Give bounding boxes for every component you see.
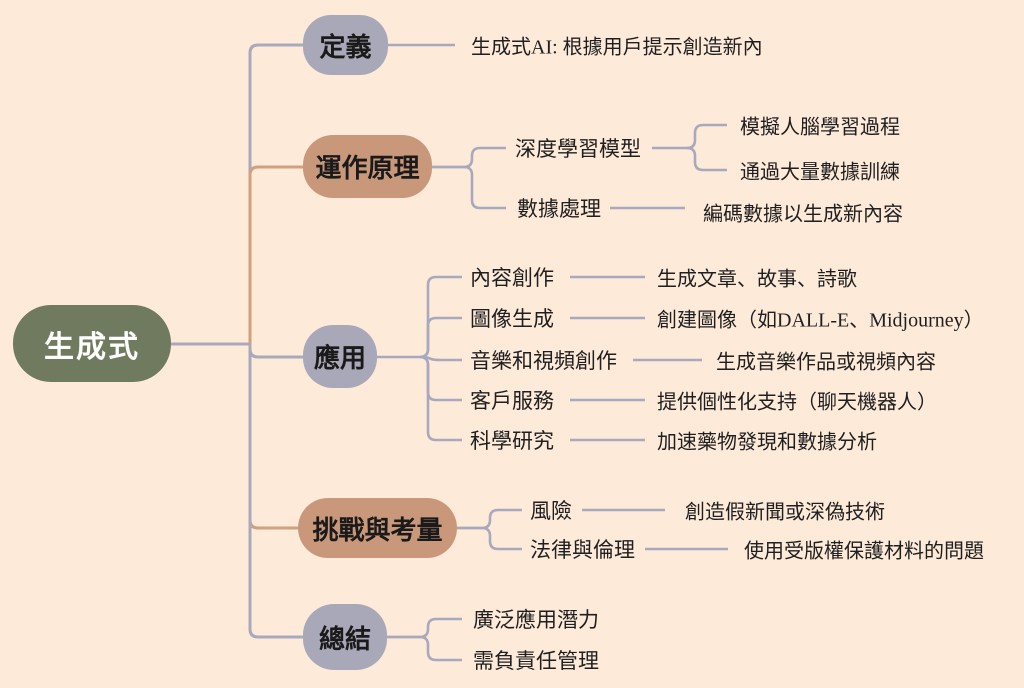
connector-branch-challenges [248,344,298,530]
leaf-personalized-support[interactable]: 提供個性化支持（聊天機器人） [657,391,937,414]
branch-label-challenges: 挑戰與考量 [312,514,443,545]
subtopic-content-creation[interactable]: 內容創作 [470,266,554,290]
branch-node-applications[interactable]: 應用 [303,325,377,388]
branch-node-definition[interactable]: 定義 [303,15,388,75]
leaf-massive-data-training[interactable]: 通過大量數據訓練 [740,161,900,184]
subtopic-data-processing[interactable]: 數據處理 [517,197,601,221]
branch-label-summary: 總結 [318,623,371,654]
leaf-articles-stories-poems[interactable]: 生成文章、故事、詩歌 [657,268,857,291]
connector-branch-definition [248,43,303,344]
connector-branch-summary [248,344,303,639]
connector-summary-arm1 [387,617,462,639]
leaf-simulate-brain[interactable]: 模擬人腦學習過程 [740,116,900,139]
leaf-music-video-content[interactable]: 生成音樂作品或視頻內容 [716,351,936,374]
connector-app-arm5 [419,355,462,442]
leaf-encode-data[interactable]: 編碼數據以生成新內容 [703,203,903,226]
leaf-drug-discovery[interactable]: 加速藥物發現和數據分析 [657,431,877,454]
branch-node-summary[interactable]: 總結 [303,604,387,670]
subtopic-scientific-research[interactable]: 科學研究 [470,429,554,453]
connector-branch-principles [248,165,303,344]
connector-summary-arm2 [387,635,462,662]
connector-deepmodel-leaf2 [686,146,727,172]
connector-principles-deep-up [432,146,506,169]
root-node[interactable]: 生成式 [13,305,171,382]
branch-node-challenges[interactable]: 挑戰與考量 [298,498,457,558]
connector-app-arm2 [419,316,462,359]
leaf-fake-news-deepfake[interactable]: 創造假新聞或深偽技術 [685,501,885,524]
connector-challenges-legal [457,526,522,551]
leaf-responsible-management[interactable]: 需負責任管理 [473,649,599,673]
leaf-definition-text[interactable]: 生成式AI: 根據用戶提示創造新內 [471,36,763,59]
subtopic-image-generation[interactable]: 圖像生成 [470,307,554,331]
subtopic-legal-ethics[interactable]: 法律與倫理 [530,538,635,562]
branch-label-principles: 運作原理 [315,153,420,183]
branch-node-principles[interactable]: 運作原理 [303,135,432,198]
connector-principles-data-down [432,165,506,210]
connector-branch-applications [248,344,303,359]
connector-app-arm4 [419,355,462,402]
subtopic-customer-service[interactable]: 客戶服務 [470,389,554,413]
leaf-copyright-issues[interactable]: 使用受版權保護材料的問題 [744,540,984,563]
leaf-create-images[interactable]: 創建圖像（如DALL-E、Midjourney） [657,309,984,332]
subtopic-deep-learning-model[interactable]: 深度學習模型 [515,137,641,161]
root-node-label: 生成式 [44,330,140,364]
subtopic-music-video-creation[interactable]: 音樂和視頻創作 [470,349,617,373]
connector-deepmodel-leaf1 [686,123,727,150]
leaf-broad-potential[interactable]: 廣泛應用潛力 [473,608,599,632]
branch-label-applications: 應用 [313,343,366,373]
subtopic-risk[interactable]: 風險 [530,499,572,523]
connector-challenges-risk [457,508,522,530]
branch-label-definition: 定義 [319,31,372,62]
